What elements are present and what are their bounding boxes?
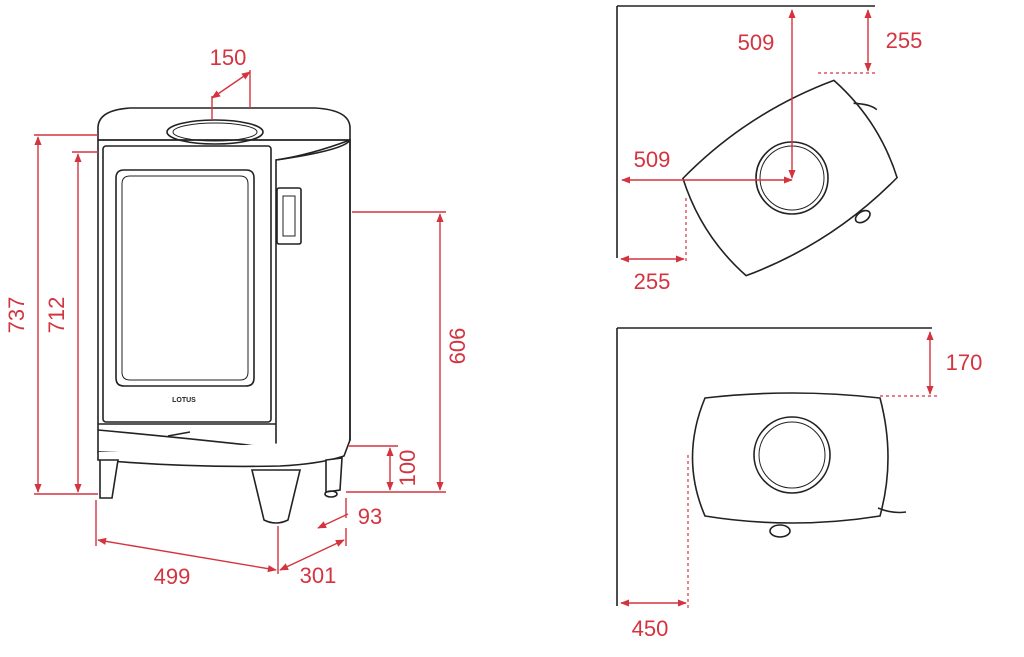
wall-stove-outline (691, 392, 889, 524)
door-handle (276, 187, 302, 245)
stove-top-cap (97, 107, 351, 141)
front-view-stove: LOTUS (97, 107, 351, 524)
front-right-leg (250, 469, 302, 524)
label-flue-outlet-height: 606 (445, 328, 470, 365)
label-leg-height: 100 (395, 450, 420, 487)
stove-door (102, 145, 272, 423)
brand-logo: LOTUS (172, 397, 196, 404)
stove-body (97, 138, 351, 459)
label-total-height: 737 (4, 297, 29, 334)
wall-install-view: 170 450 (616, 327, 983, 641)
dim-flue-diameter (211, 71, 251, 99)
label-leg-offset: 93 (358, 504, 382, 529)
corner-stove-outline (682, 79, 898, 277)
label-depth: 301 (300, 563, 337, 588)
dim-leg-offset (317, 513, 349, 529)
wall-flue-collar (753, 416, 831, 494)
corner-install-view: 509 509 255 255 (616, 5, 923, 294)
dim-width (97, 537, 277, 573)
label-corner-clearance-side: 255 (634, 269, 671, 294)
label-wall-clearance-back: 170 (946, 350, 983, 375)
rear-right-leg (325, 457, 343, 493)
stove-glass (115, 169, 255, 387)
label-body-height: 712 (44, 297, 69, 334)
label-flue-axis-side-wall: 509 (634, 147, 671, 172)
label-wall-clearance-side: 450 (632, 616, 669, 641)
label-width: 499 (154, 564, 191, 589)
label-corner-clearance-back: 255 (886, 28, 923, 53)
front-view-dimensions: 150 737 712 606 100 93 499 301 (4, 45, 470, 589)
flue-collar (166, 119, 264, 145)
front-left-leg (99, 459, 119, 499)
label-flue-axis-back-wall: 509 (738, 30, 775, 55)
label-flue-diameter: 150 (210, 45, 247, 70)
dim-depth (279, 539, 345, 571)
